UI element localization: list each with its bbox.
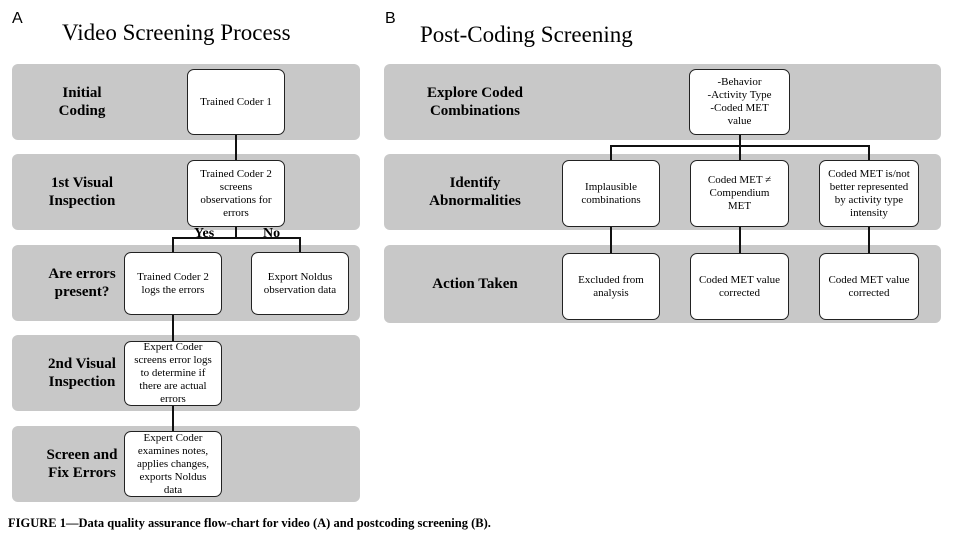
panel-b-title: Post-Coding Screening (420, 22, 633, 47)
box-trained-coder-2-logs: Trained Coder 2 logs the errors (124, 252, 222, 315)
box-implausible: Implausible combinations (562, 160, 660, 227)
box-corrected-1: Coded MET value corrected (690, 253, 789, 320)
branch-no-label: No (263, 226, 281, 241)
box-expert-coder-screens: Expert Coder screens error logs to deter… (124, 341, 222, 406)
figure-caption: FIGURE 1—Data quality assurance flow-cha… (8, 516, 491, 530)
stage-label-second-inspection: 2nd Visual Inspection (48, 356, 116, 390)
connector-a-yes (172, 237, 174, 253)
stage-label-explore: Explore Coded Combinations (427, 85, 523, 119)
stage-label-first-inspection: 1st Visual Inspection (48, 175, 116, 209)
panel-a-title: Video Screening Process (62, 20, 291, 45)
box-trained-coder-2-screens: Trained Coder 2 screens observations for… (187, 160, 285, 227)
box-excluded: Excluded from analysis (562, 253, 660, 320)
branch-yes-label: Yes (194, 226, 215, 241)
connector-a2 (235, 226, 237, 238)
connector-b3 (739, 226, 741, 254)
stage-label-errors-present: Are errors present? (48, 266, 116, 300)
stage-label-action: Action Taken (432, 276, 518, 292)
panel-b-letter: B (385, 10, 396, 27)
box-expert-coder-fixes: Expert Coder examines notes, applies cha… (124, 431, 222, 497)
band-initial-coding (12, 64, 360, 140)
connector-b-left (610, 145, 612, 161)
connector-a-branch (172, 237, 300, 239)
box-met-intensity: Coded MET is/not better represented by a… (819, 160, 919, 227)
box-coded-combinations: -Behavior -Activity Type -Coded MET valu… (689, 69, 790, 135)
connector-a4 (172, 405, 174, 431)
connector-b-right (868, 145, 870, 161)
band-first-inspection (12, 154, 360, 230)
box-export-noldus: Export Noldus observation data (251, 252, 349, 315)
box-met-not-compendium: Coded MET ≠ Compendium MET (690, 160, 789, 227)
connector-b4 (868, 226, 870, 254)
connector-a3 (172, 314, 174, 342)
stage-label-screen-fix: Screen and Fix Errors (46, 447, 118, 481)
box-trained-coder-1: Trained Coder 1 (187, 69, 285, 135)
box-corrected-2: Coded MET value corrected (819, 253, 919, 320)
panel-a-letter: A (12, 10, 23, 27)
connector-a-no (299, 237, 301, 253)
stage-label-identify: Identify Abnormalities (429, 175, 521, 209)
connector-b1 (739, 134, 741, 146)
connector-b2 (610, 226, 612, 254)
connector-b-mid (739, 145, 741, 161)
band-explore (384, 64, 941, 140)
stage-label-initial-coding: Initial Coding (58, 85, 106, 119)
connector-a1 (235, 134, 237, 160)
